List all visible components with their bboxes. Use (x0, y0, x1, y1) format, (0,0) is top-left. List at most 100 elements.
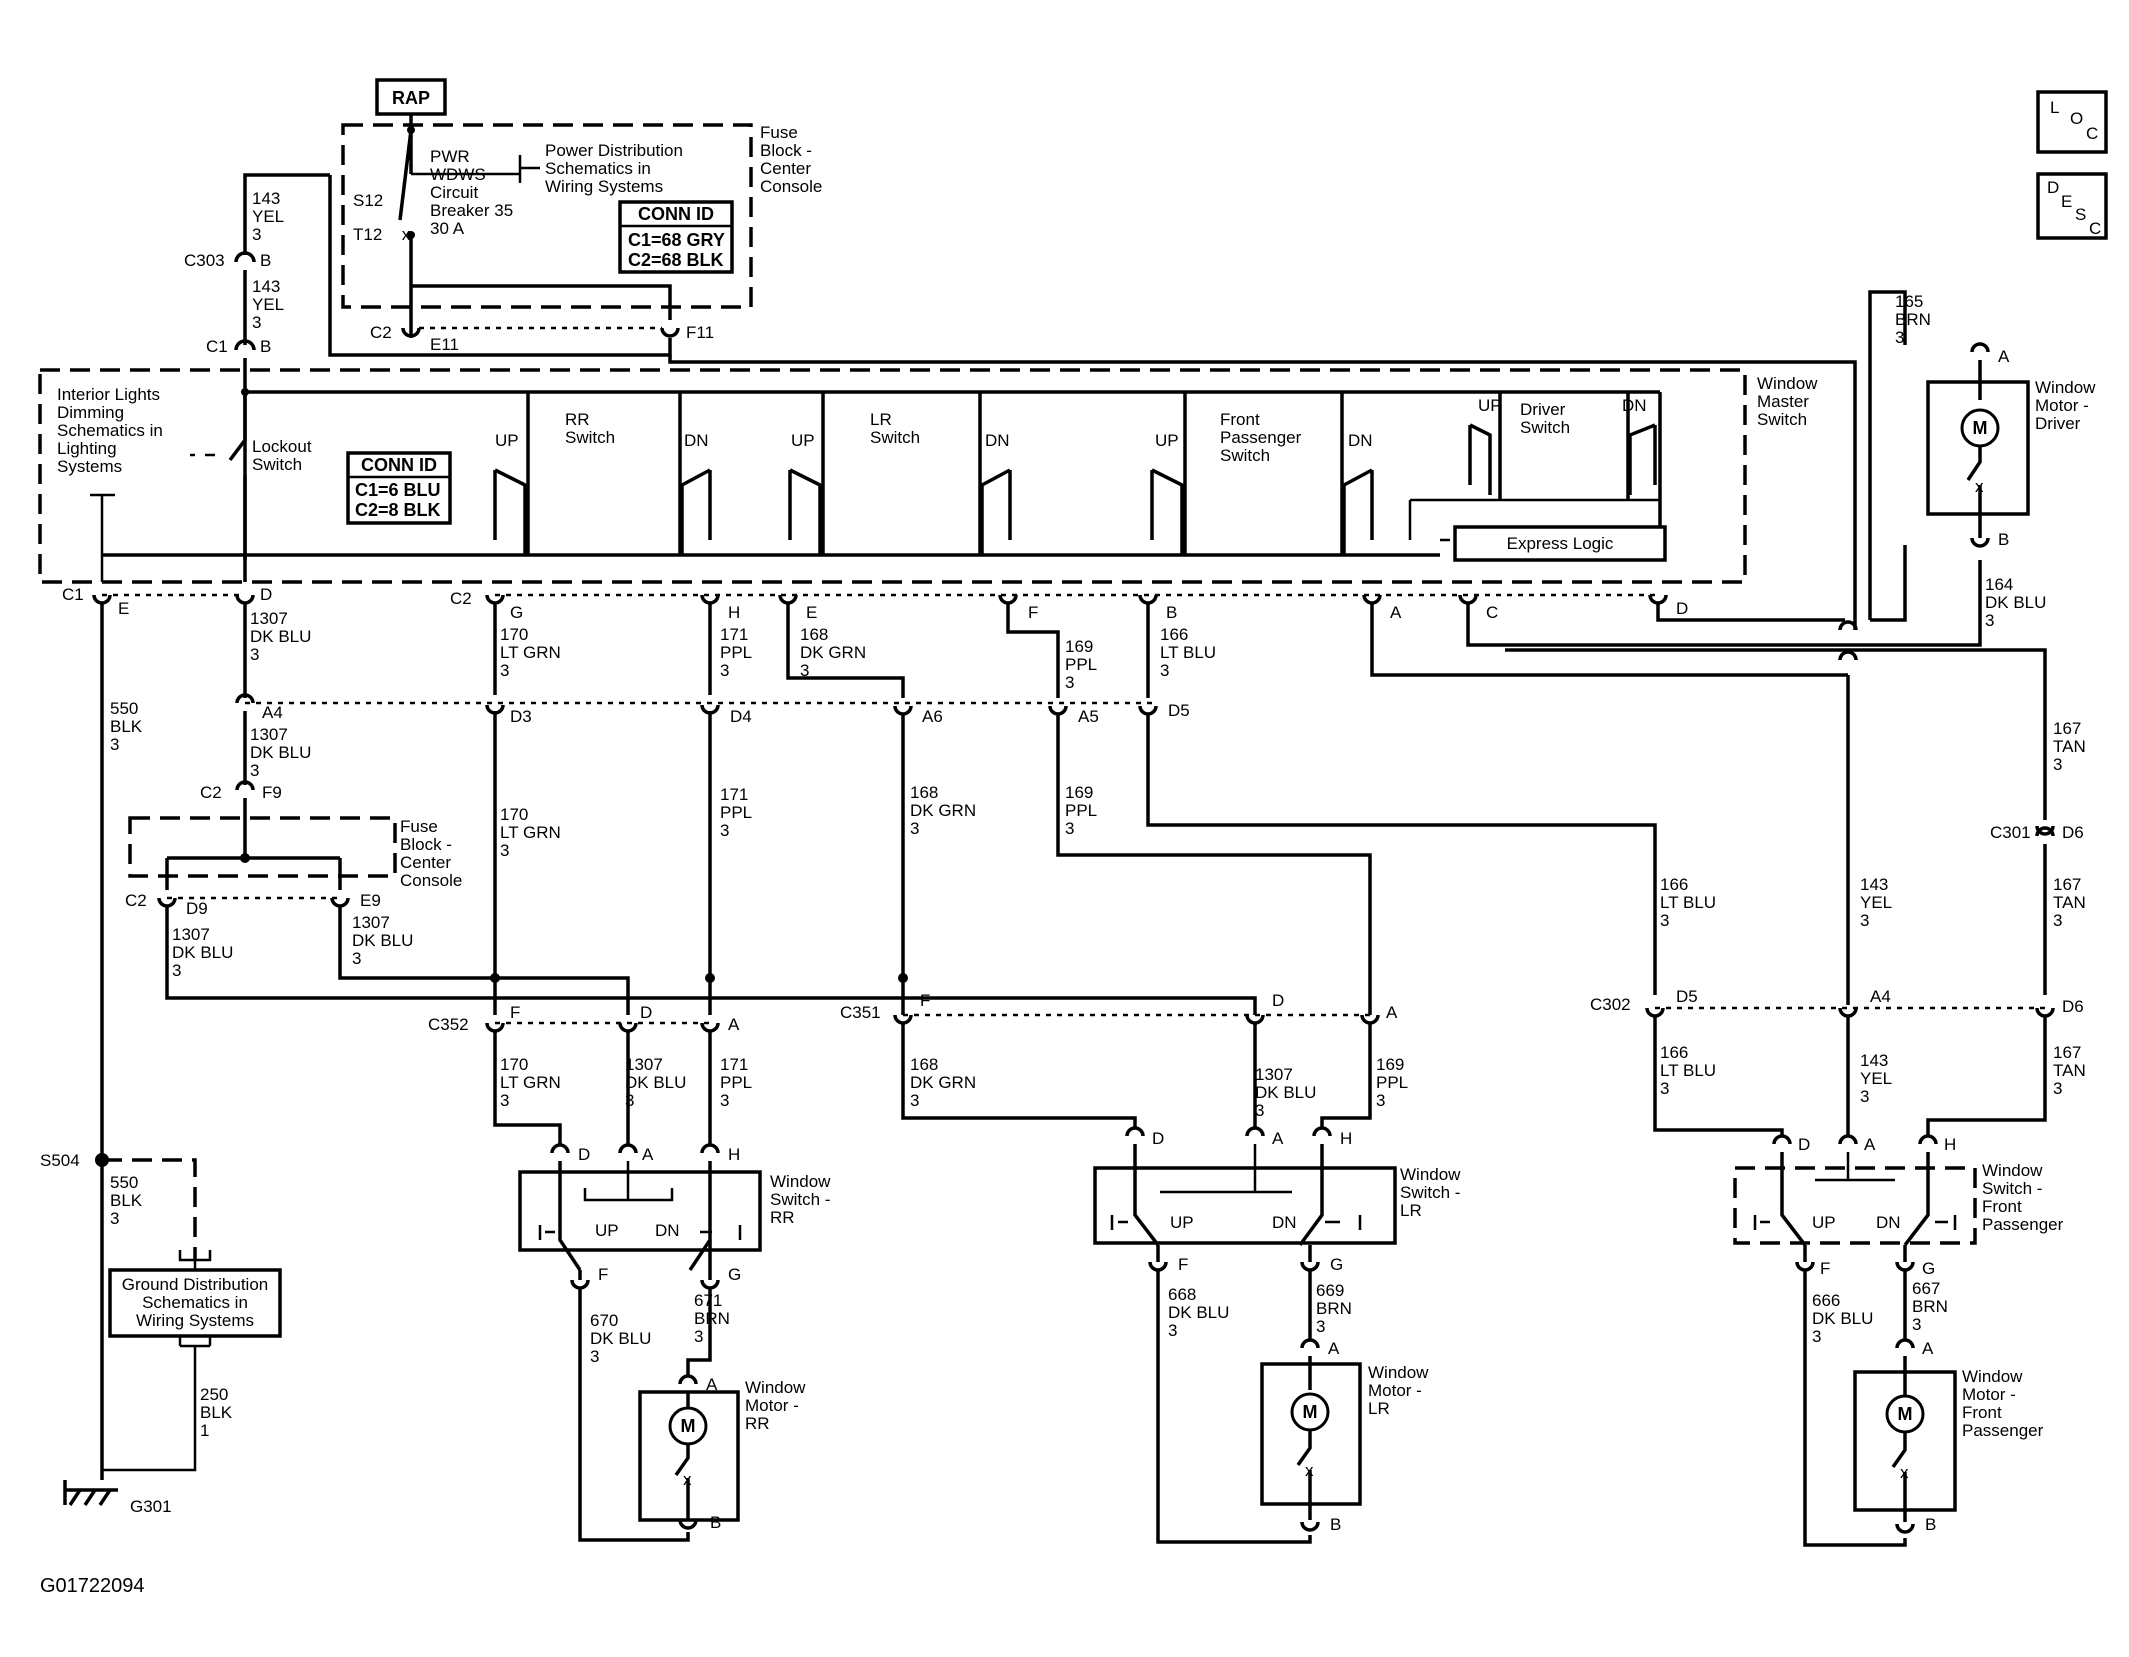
svg-text:167: 167 (2053, 1043, 2081, 1062)
svg-text:143: 143 (1860, 1051, 1888, 1070)
svg-text:3: 3 (1255, 1101, 1264, 1120)
svg-text:Wiring Systems: Wiring Systems (545, 177, 663, 196)
window-switch-fp[interactable] (1733, 1166, 1977, 1245)
svg-text:C: C (2089, 219, 2101, 238)
svg-text:B: B (260, 251, 271, 270)
svg-text:169: 169 (1065, 637, 1093, 656)
svg-text:3: 3 (2053, 1079, 2062, 1098)
svg-text:D6: D6 (2062, 997, 2084, 1016)
svg-text:DN: DN (1876, 1213, 1901, 1232)
svg-text:F: F (920, 991, 930, 1010)
ground-section: S504 550 BLK 3 Ground Distribution Schem… (40, 1151, 282, 1516)
svg-text:A: A (706, 1375, 718, 1394)
rr-section: 170 LT GRN 3 1307 DK BLU 3 171 PPL 3 D A… (493, 1031, 831, 1542)
svg-text:BRN: BRN (694, 1309, 730, 1328)
svg-text:3: 3 (1660, 1079, 1669, 1098)
lr-section: 168 DK GRN 3 1307 DK BLU 3 169 PPL 3 D A… (901, 1023, 1461, 1544)
svg-text:A: A (728, 1015, 740, 1034)
svg-text:Switch -: Switch - (1400, 1183, 1460, 1202)
svg-text:167: 167 (2053, 875, 2081, 894)
svg-text:D5: D5 (1676, 987, 1698, 1006)
svg-text:Front: Front (1220, 410, 1260, 429)
svg-text:C2: C2 (125, 891, 147, 910)
svg-text:LR: LR (870, 410, 892, 429)
svg-text:3: 3 (1065, 819, 1074, 838)
svg-text:Window: Window (1368, 1363, 1429, 1382)
svg-text:671: 671 (694, 1291, 722, 1310)
svg-text:LR: LR (1368, 1399, 1390, 1418)
desc-icon[interactable]: D E S C (2036, 172, 2108, 240)
svg-text:Switch: Switch (565, 428, 615, 447)
svg-text:LR: LR (1400, 1201, 1422, 1220)
svg-text:LT BLU: LT BLU (1160, 643, 1216, 662)
svg-text:DK BLU: DK BLU (250, 743, 311, 762)
svg-text:x: x (402, 225, 411, 244)
svg-text:F: F (510, 1003, 520, 1022)
svg-text:3: 3 (720, 1091, 729, 1110)
svg-text:Systems: Systems (57, 457, 122, 476)
svg-text:C2: C2 (200, 783, 222, 802)
svg-text:166: 166 (1160, 625, 1188, 644)
svg-text:Schematics in: Schematics in (142, 1293, 248, 1312)
svg-text:Console: Console (760, 177, 822, 196)
svg-text:D: D (1152, 1129, 1164, 1148)
svg-text:L: L (2050, 98, 2059, 117)
svg-text:Schematics in: Schematics in (57, 421, 163, 440)
svg-text:3: 3 (1812, 1327, 1821, 1346)
loc-icon[interactable]: L O C (2036, 90, 2108, 154)
svg-text:D3: D3 (510, 707, 532, 726)
svg-text:Window: Window (1757, 374, 1818, 393)
master-connectors: C1 E D C2 G H E F B A C D (62, 585, 1688, 622)
svg-text:3: 3 (625, 1091, 634, 1110)
svg-text:B: B (710, 1513, 721, 1532)
svg-text:250: 250 (200, 1385, 228, 1404)
svg-text:A5: A5 (1078, 707, 1099, 726)
svg-text:Interior Lights: Interior Lights (57, 385, 160, 404)
svg-text:DK BLU: DK BLU (625, 1073, 686, 1092)
svg-text:A: A (1998, 347, 2010, 366)
svg-text:A4: A4 (1870, 987, 1891, 1006)
diagram-id: G01722094 (40, 1575, 145, 1597)
svg-text:DK BLU: DK BLU (1812, 1309, 1873, 1328)
svg-text:RR: RR (745, 1414, 770, 1433)
svg-text:Console: Console (400, 871, 462, 890)
svg-text:3: 3 (250, 761, 259, 780)
express-logic-box (1453, 525, 1667, 562)
window-switch-lr[interactable] (1093, 1166, 1397, 1245)
svg-text:PPL: PPL (1065, 801, 1097, 820)
svg-text:DK BLU: DK BLU (590, 1329, 651, 1348)
svg-text:CONN ID: CONN ID (638, 204, 714, 224)
svg-text:1307: 1307 (172, 925, 210, 944)
svg-text:C2: C2 (450, 589, 472, 608)
svg-text:B: B (1166, 603, 1177, 622)
svg-text:C302: C302 (1590, 995, 1631, 1014)
svg-text:G: G (510, 603, 523, 622)
ground-distribution-box[interactable] (108, 1268, 282, 1338)
svg-text:DN: DN (655, 1221, 680, 1240)
svg-text:3: 3 (500, 1091, 509, 1110)
svg-text:170: 170 (500, 805, 528, 824)
svg-text:Window: Window (745, 1378, 806, 1397)
svg-text:Wiring Systems: Wiring Systems (136, 1311, 254, 1330)
svg-text:UP: UP (1478, 396, 1502, 415)
svg-text:143: 143 (252, 189, 280, 208)
svg-text:Lighting: Lighting (57, 439, 117, 458)
svg-text:3: 3 (1895, 328, 1904, 347)
svg-text:C2=68 BLK: C2=68 BLK (628, 250, 724, 270)
svg-text:S: S (2075, 205, 2086, 224)
svg-text:C1=6 BLU: C1=6 BLU (355, 480, 441, 500)
svg-text:Passenger: Passenger (1982, 1215, 2064, 1234)
svg-text:3: 3 (1660, 911, 1669, 930)
svg-text:B: B (1998, 530, 2009, 549)
svg-text:DN: DN (1272, 1213, 1297, 1232)
svg-text:170: 170 (500, 1055, 528, 1074)
svg-text:Switch: Switch (252, 455, 302, 474)
window-motor-driver[interactable]: A M x B Window Motor - Driver (1926, 342, 2096, 549)
svg-text:RR: RR (565, 410, 590, 429)
svg-text:DK GRN: DK GRN (800, 643, 866, 662)
window-master-switch[interactable]: Window Master Switch Interior Lights Dim… (38, 368, 1818, 584)
svg-text:LT BLU: LT BLU (1660, 1061, 1716, 1080)
svg-text:Switch: Switch (870, 428, 920, 447)
svg-text:169: 169 (1376, 1055, 1404, 1074)
window-switch-rr[interactable] (518, 1170, 762, 1252)
